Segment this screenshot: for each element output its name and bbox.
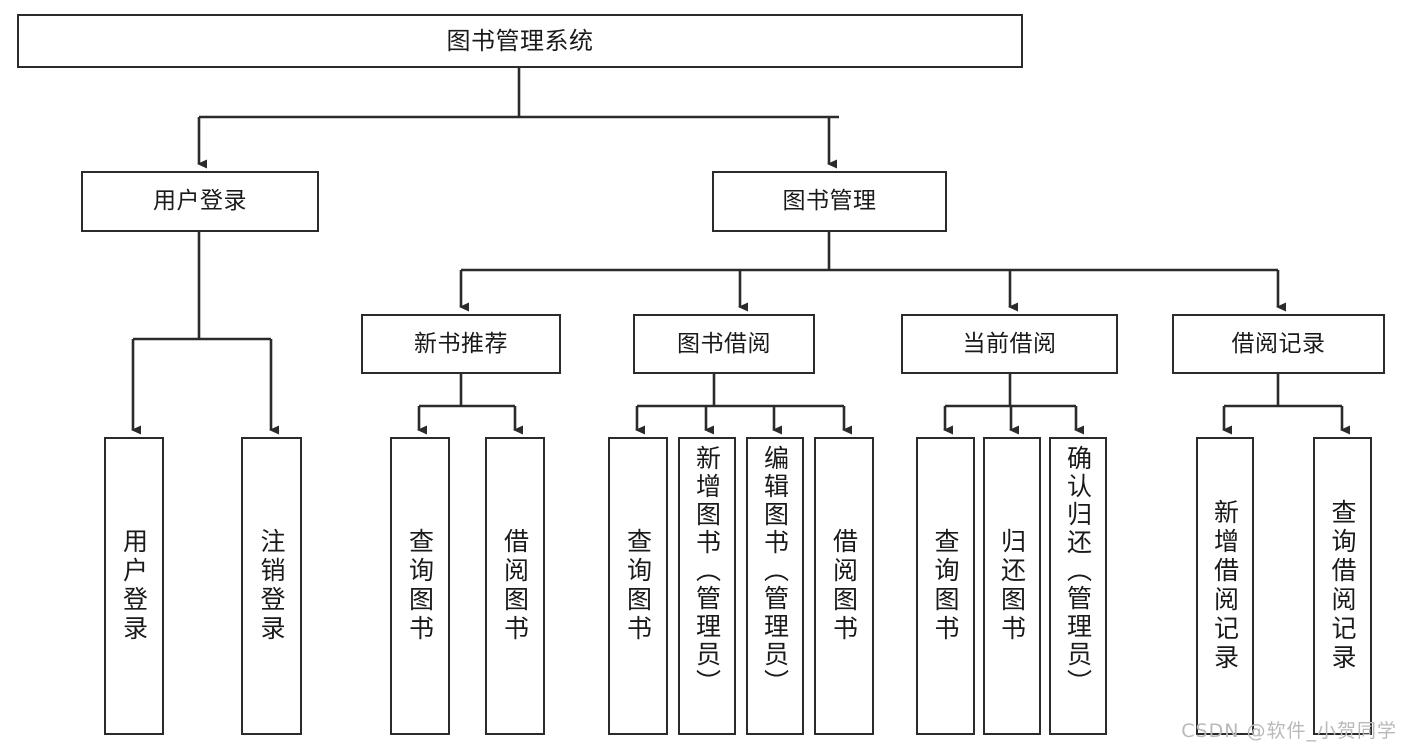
node-user-login[interactable]: 用户登录 xyxy=(81,171,319,232)
node-label: 编辑图书（管理员） xyxy=(760,445,790,697)
leaf-book-borrow-edit-book-admin[interactable]: 编辑图书（管理员） xyxy=(746,437,804,735)
leaf-user-login-logout[interactable]: 注销登录 xyxy=(241,437,302,735)
node-label: 归还图书 xyxy=(997,528,1027,644)
node-label: 图书管理系统 xyxy=(446,27,594,55)
node-label: 新增借阅记录 xyxy=(1210,499,1240,673)
node-label: 用户登录 xyxy=(153,188,247,214)
leaf-current-borrow-return-book[interactable]: 归还图书 xyxy=(983,437,1041,735)
node-label: 借阅图书 xyxy=(829,528,859,644)
leaf-borrow-record-query-record[interactable]: 查询借阅记录 xyxy=(1313,437,1372,735)
leaf-new-book-borrow-book[interactable]: 借阅图书 xyxy=(485,437,545,735)
leaf-user-login-login[interactable]: 用户登录 xyxy=(104,437,164,735)
leaf-book-borrow-add-book-admin[interactable]: 新增图书（管理员） xyxy=(678,437,736,735)
node-label: 用户登录 xyxy=(119,528,149,644)
leaf-new-book-query-book[interactable]: 查询图书 xyxy=(390,437,450,735)
node-label: 新书推荐 xyxy=(414,330,508,357)
node-new-book-recommend[interactable]: 新书推荐 xyxy=(361,314,561,374)
node-label: 注销登录 xyxy=(257,528,286,644)
node-current-borrow[interactable]: 当前借阅 xyxy=(901,314,1118,374)
node-root-book-management-system[interactable]: 图书管理系统 xyxy=(17,14,1023,68)
node-label: 新增图书（管理员） xyxy=(692,445,722,697)
node-borrow-record[interactable]: 借阅记录 xyxy=(1172,314,1385,374)
leaf-book-borrow-query-book[interactable]: 查询图书 xyxy=(608,437,668,735)
leaf-current-borrow-confirm-return-admin[interactable]: 确认归还（管理员） xyxy=(1049,437,1107,735)
node-label: 图书管理 xyxy=(782,188,877,214)
node-label: 查询图书 xyxy=(405,528,435,644)
leaf-current-borrow-query-book[interactable]: 查询图书 xyxy=(916,437,975,735)
node-label: 借阅图书 xyxy=(500,528,530,644)
node-label: 确认归还（管理员） xyxy=(1063,445,1093,697)
node-label: 查询借阅记录 xyxy=(1328,499,1357,673)
leaf-borrow-record-add-record[interactable]: 新增借阅记录 xyxy=(1196,437,1254,735)
leaf-book-borrow-borrow-book[interactable]: 借阅图书 xyxy=(814,437,874,735)
node-book-management[interactable]: 图书管理 xyxy=(712,171,947,232)
node-label: 查询图书 xyxy=(623,528,653,644)
node-label: 借阅记录 xyxy=(1231,330,1326,357)
node-book-borrow[interactable]: 图书借阅 xyxy=(633,314,815,374)
node-label: 当前借阅 xyxy=(962,330,1057,357)
node-label: 查询图书 xyxy=(931,528,960,644)
node-label: 图书借阅 xyxy=(677,330,771,357)
